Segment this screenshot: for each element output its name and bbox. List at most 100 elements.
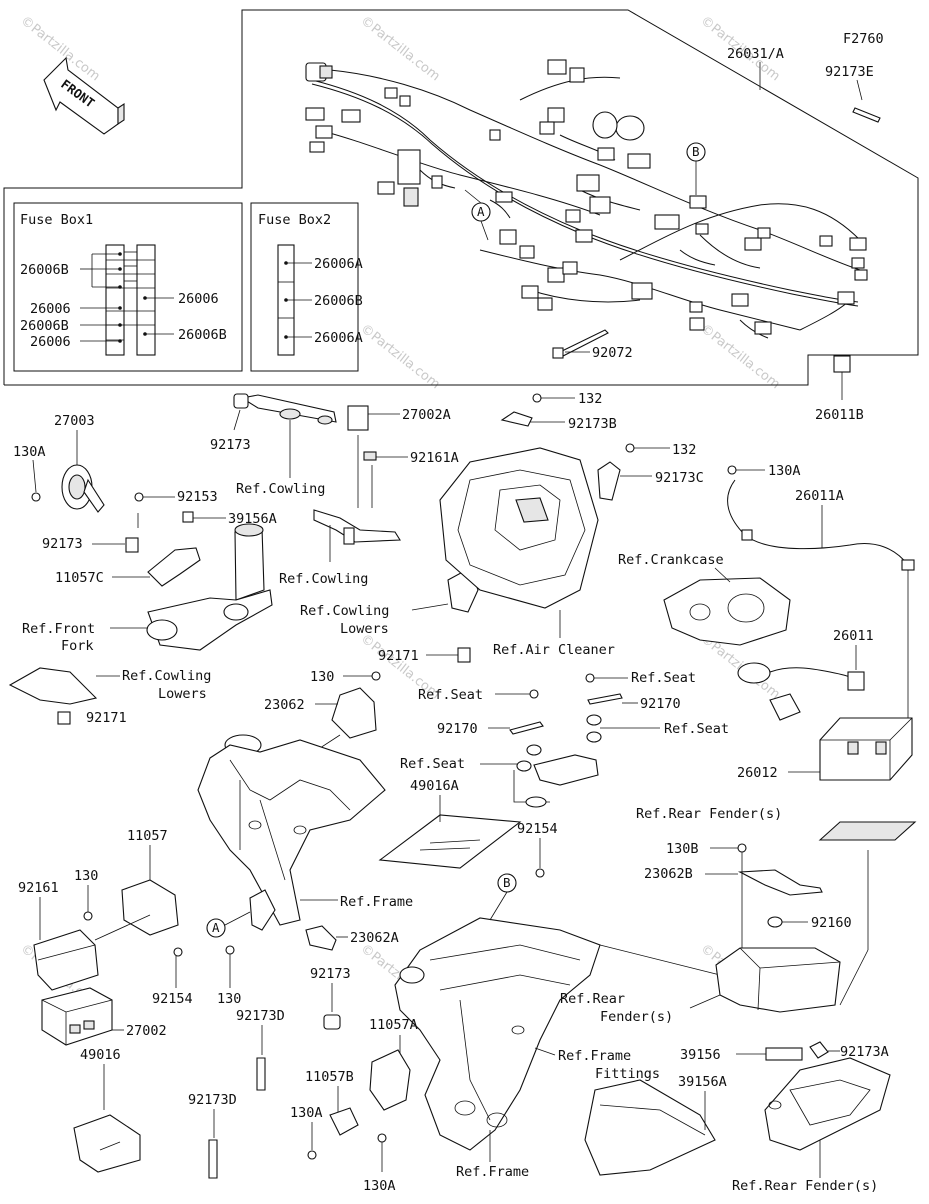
diagram-code: F2760	[843, 31, 884, 47]
fuse-label: 26006B	[20, 262, 69, 278]
harness-connectors	[305, 59, 868, 335]
part-label: 92170	[437, 721, 478, 737]
part-label: 49016	[80, 1047, 121, 1063]
svg-text:B: B	[503, 875, 511, 890]
part-label: 130	[217, 991, 241, 1007]
part-label: 11057C	[55, 570, 104, 586]
part-label: 92173E	[825, 64, 874, 80]
part-label: Ref.Air Cleaner	[493, 642, 615, 658]
battery-case-part	[715, 947, 841, 1013]
cowling-bracket-part	[233, 393, 337, 425]
part-label: 92171	[86, 710, 127, 726]
part-label: Ref.Rear Fender(s)	[732, 1178, 878, 1194]
part-label: Ref.Cowling	[122, 668, 211, 684]
fuse-label: 26006B	[20, 318, 69, 334]
callout-a: A	[464, 189, 491, 241]
ecu-part	[41, 987, 113, 1046]
part-label: 132	[672, 442, 696, 458]
part-label: 23062B	[644, 866, 693, 882]
part-label: Fender(s)	[600, 1009, 673, 1025]
fuse-box1-title: Fuse Box1	[20, 212, 93, 228]
part-label: 92173C	[655, 470, 704, 486]
part-label: 11057	[127, 828, 168, 844]
part-label: 92173A	[840, 1044, 889, 1060]
part-label: 130	[310, 669, 334, 685]
part-label: 130A	[13, 444, 46, 460]
part-label: Ref.Frame	[456, 1164, 529, 1180]
part-label: 130B	[666, 841, 699, 857]
callout-b: B	[489, 873, 517, 921]
crankcase-part	[663, 577, 791, 646]
fuse-box2-title: Fuse Box2	[258, 212, 331, 228]
battery-part	[819, 717, 913, 781]
part-label: 26011A	[795, 488, 844, 504]
part-label: Ref.Crankcase	[618, 552, 724, 568]
part-label: Ref.Rear	[560, 991, 625, 1007]
part-label: Ref.Seat	[418, 687, 483, 703]
fuse-box1-panel: Fuse Box1 26006B 26006 26006B 26006 2600…	[13, 202, 243, 372]
part-label: 27002	[126, 1023, 167, 1039]
part-label: 92072	[592, 345, 633, 361]
fuse-label: 26006	[30, 301, 71, 317]
part-label: 26012	[737, 765, 778, 781]
part-label: Ref.Seat	[400, 756, 465, 772]
part-label: 23062A	[350, 930, 399, 946]
part-label: 92161A	[410, 450, 459, 466]
part-label: 39156	[680, 1047, 721, 1063]
main-wiring-harness	[311, 69, 861, 339]
air-cleaner-part	[439, 447, 599, 609]
part-label: Lowers	[340, 621, 389, 637]
part-label: 92173	[210, 437, 251, 453]
part-label: 92170	[640, 696, 681, 712]
part-label: Ref.Front	[22, 621, 95, 637]
front-fork-part	[146, 523, 273, 651]
svg-text:A: A	[212, 920, 220, 935]
watermark: ©Partzilla.com	[358, 13, 443, 84]
part-label: 11057B	[305, 1069, 354, 1085]
part-label: 92173D	[236, 1008, 285, 1024]
part-label: 130	[74, 868, 98, 884]
part-label: Ref.Cowling	[279, 571, 368, 587]
horn-part	[61, 464, 105, 513]
part-label: 11057A	[369, 1017, 418, 1033]
part-label: 92173	[42, 536, 83, 552]
part-label: 92154	[152, 991, 193, 1007]
watermark: ©Partzilla.com	[358, 321, 443, 392]
part-label: 92173	[310, 966, 351, 982]
part-label: 130A	[290, 1105, 323, 1121]
callout-b: B	[686, 142, 706, 195]
fuse-label: 26006A	[314, 256, 363, 272]
fuse-label: 26006B	[314, 293, 363, 309]
part-label: 92171	[378, 648, 419, 664]
part-label: 26011B	[815, 407, 864, 423]
part-label: Ref.Frame	[558, 1048, 631, 1064]
rear-frame-part	[394, 917, 721, 1151]
part-label: Ref.Frame	[340, 894, 413, 910]
part-label: Ref.Seat	[631, 670, 696, 686]
fuse-label: 26006B	[178, 327, 227, 343]
part-label: Ref.Cowling	[300, 603, 389, 619]
part-label: 39156A	[228, 511, 277, 527]
part-label: 130A	[768, 463, 801, 479]
part-label: 26031/A	[727, 46, 784, 62]
rear-fender-part	[764, 1057, 891, 1151]
fuse-label: 26006	[30, 334, 71, 350]
part-label: 27003	[54, 413, 95, 429]
part-label: 132	[578, 391, 602, 407]
main-frame-part	[197, 734, 386, 926]
part-label: Lowers	[158, 686, 207, 702]
part-label: 27002A	[402, 407, 451, 423]
part-label: Ref.Cowling	[236, 481, 325, 497]
part-label: Fork	[61, 638, 94, 654]
harness-box-outline	[3, 9, 919, 386]
part-label: Ref.Seat	[664, 721, 729, 737]
part-label: 92154	[517, 821, 558, 837]
fuse-box2-panel: Fuse Box2 26006A 26006B 26006A	[250, 202, 363, 372]
part-label: 92173D	[188, 1092, 237, 1108]
part-label: Ref.Rear Fender(s)	[636, 806, 782, 822]
part-label: 130A	[363, 1178, 396, 1194]
part-label: 26011	[833, 628, 874, 644]
part-label: 49016A	[410, 778, 459, 794]
